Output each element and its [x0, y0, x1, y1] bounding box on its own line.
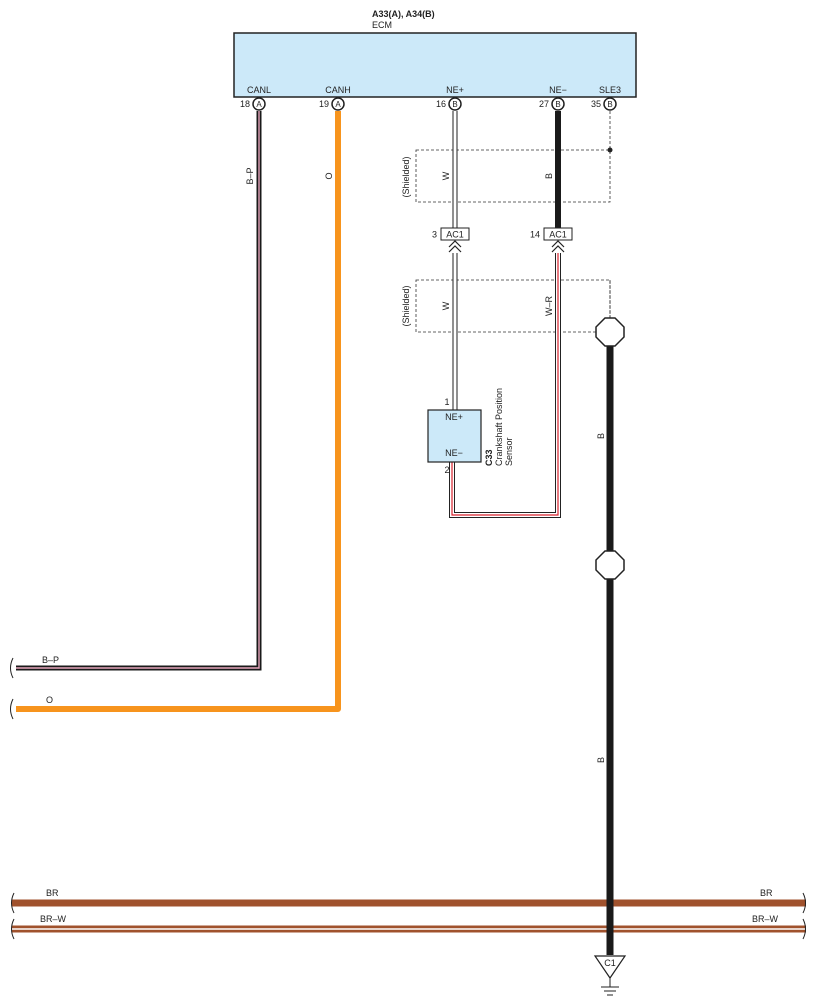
- ecm-pin-number-sle3: 35: [591, 99, 601, 109]
- chevron-icon-ne-plus: [448, 240, 462, 253]
- ecm-pin-ne-minus[interactable]: B: [551, 97, 565, 111]
- ground-icon: [601, 978, 619, 996]
- sensor-name-line1: Crankshaft Position: [494, 388, 504, 466]
- wire-label-canh-vertical: O: [324, 172, 334, 179]
- break-mark-brw-left: [11, 918, 15, 940]
- ecm-pin-label-ne-plus: NE+: [446, 85, 464, 95]
- break-mark-br-left: [11, 892, 15, 914]
- wire-label-canl-horizontal: B–P: [42, 655, 59, 665]
- shield-label-lower: (Shielded): [401, 285, 411, 326]
- break-mark-br-right: [802, 892, 806, 914]
- ecm-pin-connector-canl: A: [256, 100, 262, 109]
- splice-point-lower: [595, 550, 625, 580]
- ecm-pin-connector-ne-minus: B: [555, 100, 560, 109]
- break-mark-brw-right: [802, 918, 806, 940]
- ecm-connector-ids: A33(A), A34(B): [372, 9, 435, 19]
- ac1-label-ne-minus: AC1: [549, 230, 567, 240]
- ecm-box[interactable]: [233, 32, 637, 98]
- wire-label-bus-brw-right: BR–W: [752, 914, 779, 924]
- ac1-pin-number-ne-plus: 3: [432, 230, 437, 240]
- wire-label-ground-upper: B: [596, 433, 606, 439]
- wire-label-canl-vertical: B–P: [245, 167, 255, 184]
- ecm-pin-label-sle3: SLE3: [599, 85, 621, 95]
- wire-label-bus-br-right: BR: [760, 888, 773, 898]
- ac1-pin-number-ne-minus: 14: [530, 230, 540, 240]
- splice-point-upper: [595, 317, 625, 347]
- wire-label-ne-minus-upper: B: [544, 173, 554, 179]
- ecm-pin-canl[interactable]: A: [252, 97, 266, 111]
- break-mark-canl: [10, 657, 14, 679]
- ecm-name: ECM: [372, 20, 392, 30]
- crankshaft-sensor-box[interactable]: [427, 409, 482, 463]
- ecm-pin-connector-sle3: B: [607, 100, 612, 109]
- sensor-name-line2: Sensor: [504, 437, 514, 466]
- sle3-shield-junction: [607, 147, 613, 153]
- shield-label-upper: (Shielded): [401, 156, 411, 197]
- ground-point-c1[interactable]: [593, 955, 627, 980]
- shield-box-upper: [415, 149, 611, 203]
- ecm-pin-canh[interactable]: A: [331, 97, 345, 111]
- wire-label-ne-plus-upper: W: [441, 171, 451, 180]
- ecm-pin-ne-plus[interactable]: B: [448, 97, 462, 111]
- ecm-pin-connector-canh: A: [335, 100, 341, 109]
- wire-canl[interactable]: [16, 111, 262, 671]
- wire-label-ne-minus-lower: W–R: [544, 296, 554, 317]
- ac1-connector-ne-plus[interactable]: AC1: [440, 227, 470, 241]
- ecm-pin-number-ne-minus: 27: [539, 99, 549, 109]
- ac1-connector-ne-minus[interactable]: AC1: [543, 227, 573, 241]
- ecm-pin-number-canh: 19: [319, 99, 329, 109]
- sensor-pin-label-ne-plus: NE+: [445, 412, 463, 422]
- ecm-pin-number-canl: 18: [240, 99, 250, 109]
- ground-label: C1: [604, 958, 616, 968]
- ecm-pin-label-ne-minus: NE−: [549, 85, 567, 95]
- ecm-pin-label-canh: CANH: [325, 85, 351, 95]
- wire-label-ne-plus-lower: W: [441, 301, 451, 310]
- ecm-pin-number-ne-plus: 16: [436, 99, 446, 109]
- wire-canh[interactable]: [16, 111, 341, 712]
- sensor-pin-number-1: 1: [444, 397, 449, 407]
- wire-label-ground-lower: B: [596, 757, 606, 763]
- wire-label-canh-horizontal: O: [46, 695, 53, 705]
- wire-ne-minus-lower[interactable]: [449, 253, 561, 518]
- sensor-pin-label-ne-minus: NE−: [445, 448, 463, 458]
- chevron-icon-ne-minus: [551, 240, 565, 253]
- wire-label-bus-br-left: BR: [46, 888, 59, 898]
- ecm-pin-connector-ne-plus: B: [452, 100, 457, 109]
- ac1-label-ne-plus: AC1: [446, 230, 464, 240]
- ecm-pin-sle3[interactable]: B: [603, 97, 617, 111]
- break-mark-canh: [10, 698, 14, 720]
- sensor-id: C33: [484, 449, 494, 466]
- wire-label-bus-brw-left: BR–W: [40, 914, 67, 924]
- ecm-pin-label-canl: CANL: [247, 85, 271, 95]
- sensor-pin-number-2: 2: [444, 465, 449, 475]
